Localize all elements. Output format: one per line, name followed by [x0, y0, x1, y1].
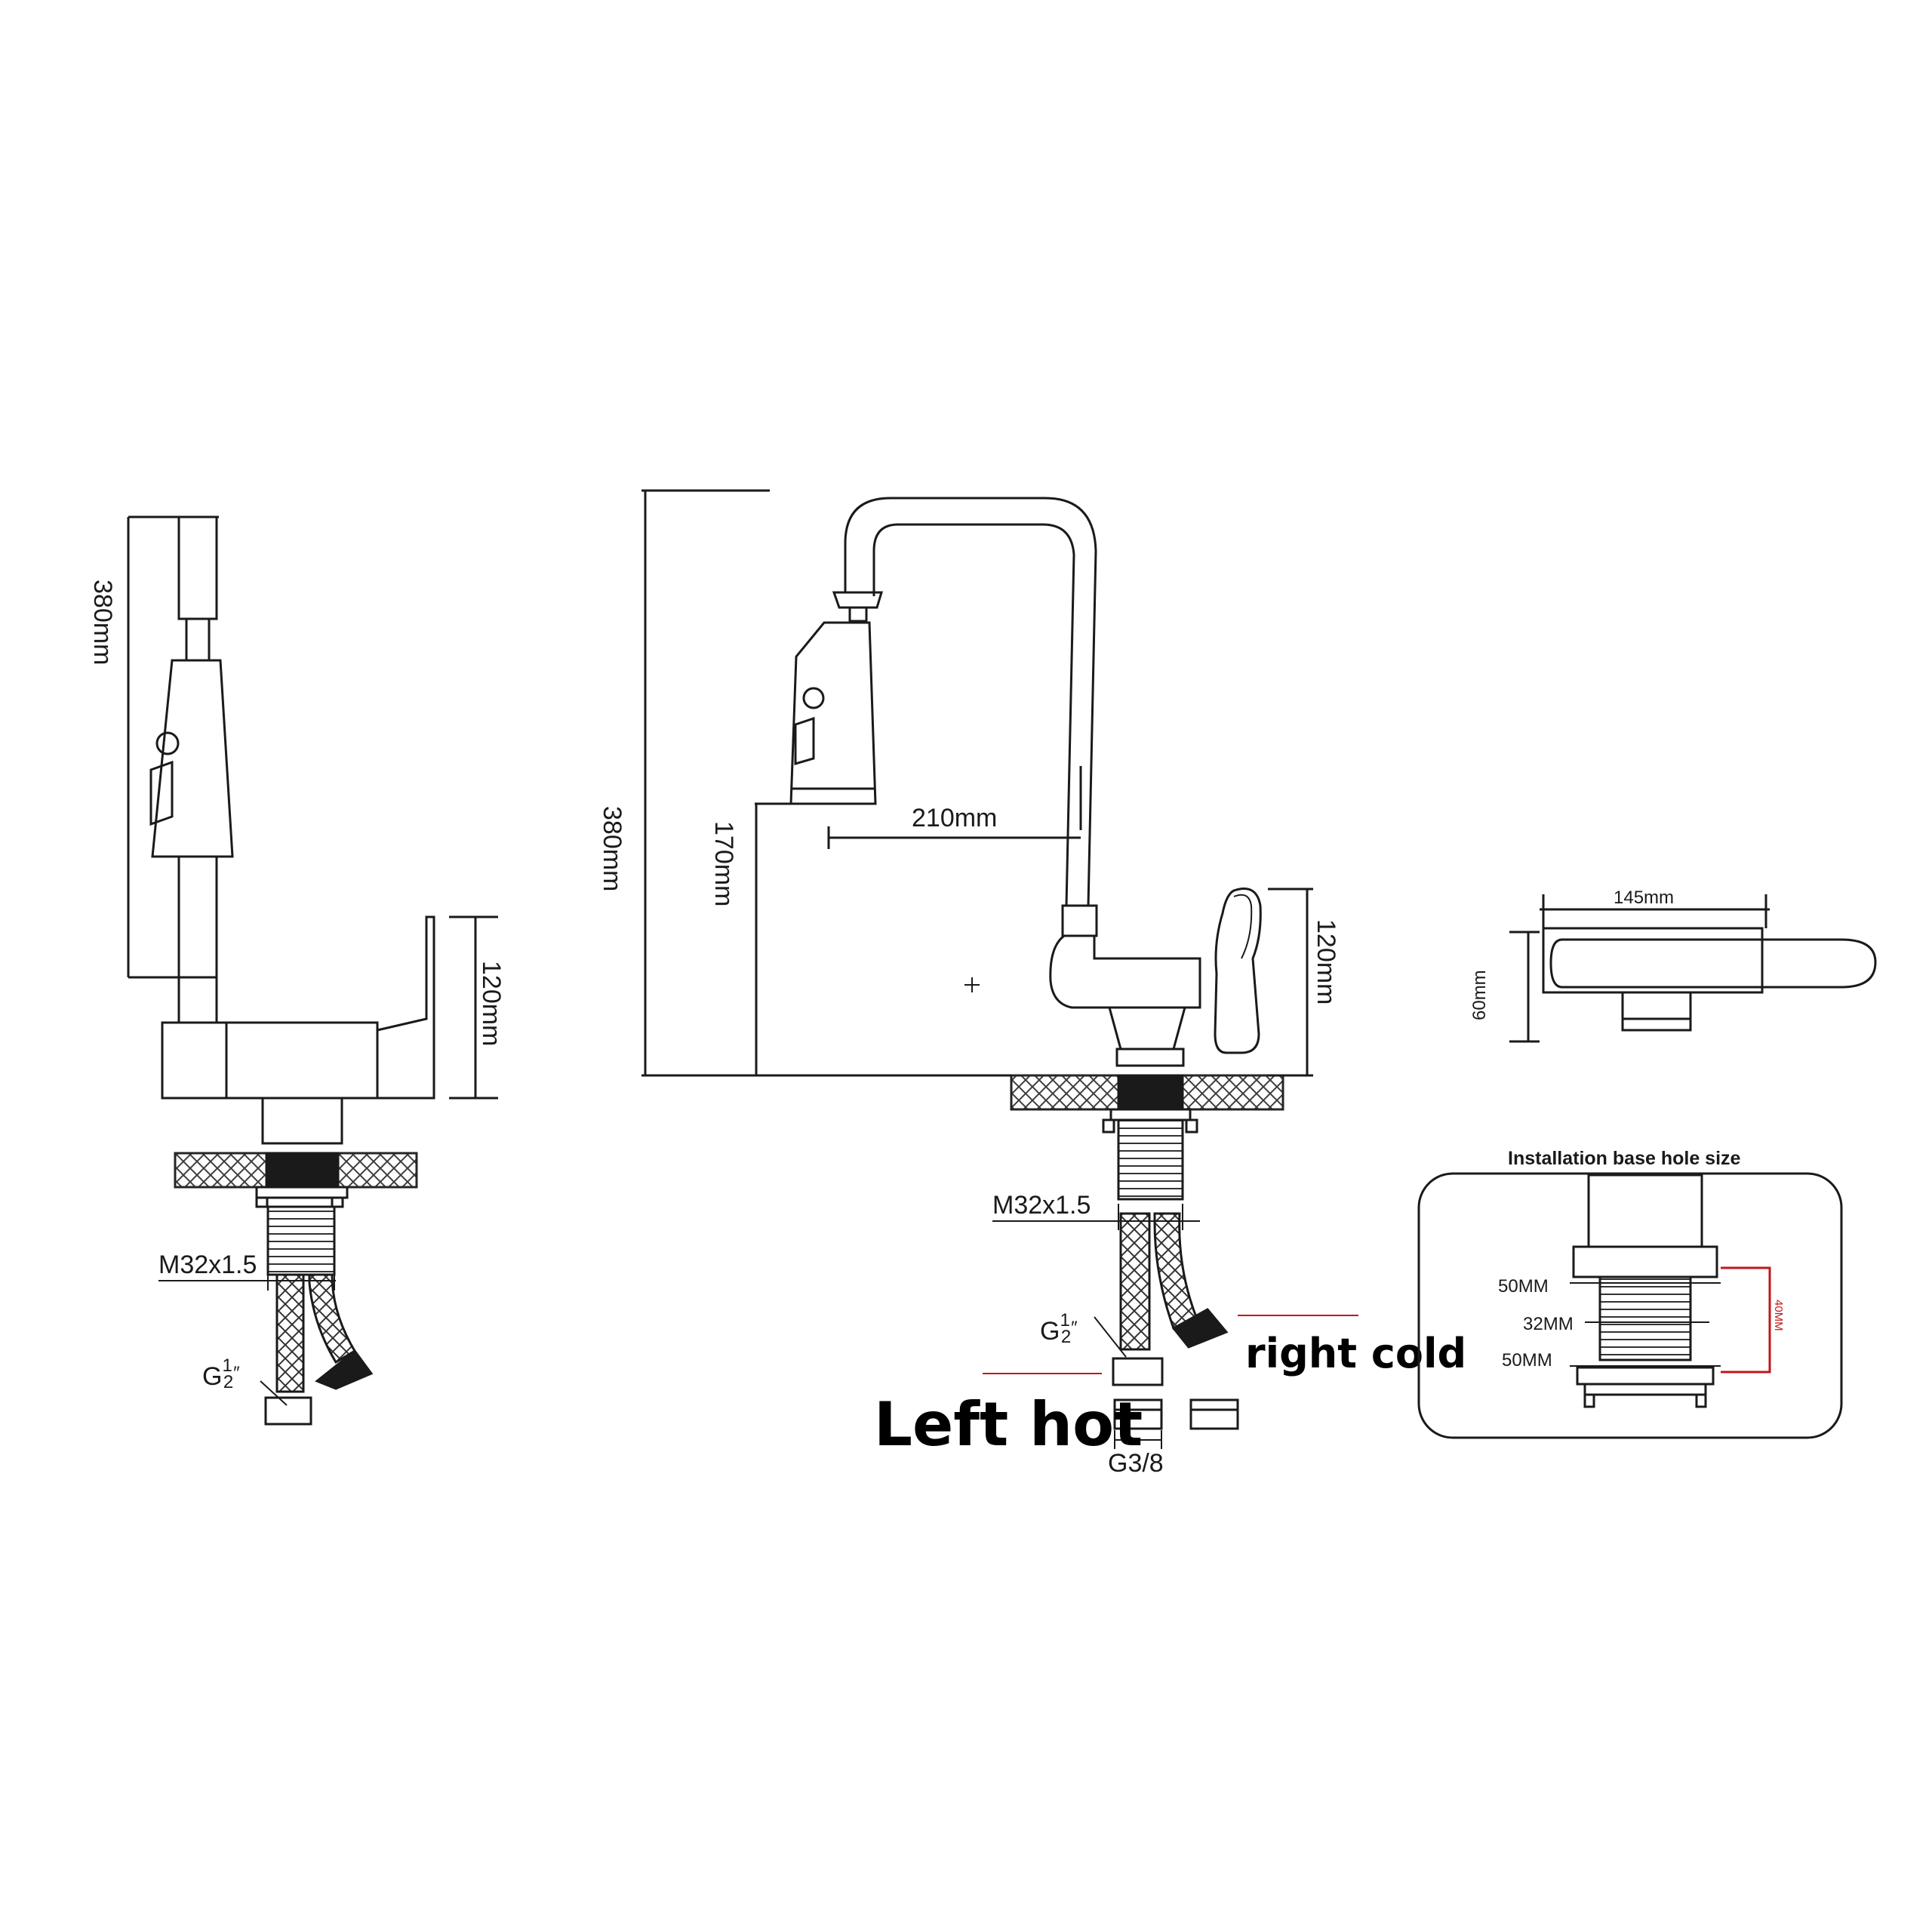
base-detail: Installation base hole size 50MM 32MM 50…	[1417, 1148, 1843, 1439]
front-spout-height-label: 170mm	[709, 821, 738, 906]
left-hot-label: Left hot	[874, 1389, 1143, 1460]
base-middle-label: 32MM	[1523, 1314, 1574, 1334]
base-detail-title: Installation base hole size	[1508, 1148, 1741, 1169]
side-body-label: 120mm	[477, 961, 506, 1046]
base-bottom-label: 50MM	[1502, 1350, 1552, 1371]
side-view	[127, 515, 498, 1426]
front-thread-label: M32x1.5	[992, 1191, 1091, 1220]
side-thread-label: M32x1.5	[158, 1251, 257, 1279]
base-detail-frame	[1417, 1172, 1843, 1439]
side-height-label: 380mm	[88, 580, 117, 665]
front-view	[641, 489, 1313, 1449]
top-view	[1509, 894, 1877, 1043]
front-body-label: 120mm	[1312, 919, 1340, 1004]
front-view-arrows	[983, 1315, 1358, 1374]
top-width-label: 145mm	[1614, 888, 1674, 908]
top-view-labels: 145mm 60mm	[1469, 888, 1674, 1020]
base-side-label: 40MM	[1772, 1300, 1785, 1331]
front-height-label: 380mm	[598, 806, 626, 891]
right-cold-label: right cold	[1245, 1330, 1466, 1377]
top-depth-label: 60mm	[1469, 970, 1490, 1020]
front-reach-label: 210mm	[912, 804, 997, 832]
base-top-label: 50MM	[1498, 1276, 1549, 1297]
adapter-label: G3/8	[1108, 1449, 1164, 1478]
